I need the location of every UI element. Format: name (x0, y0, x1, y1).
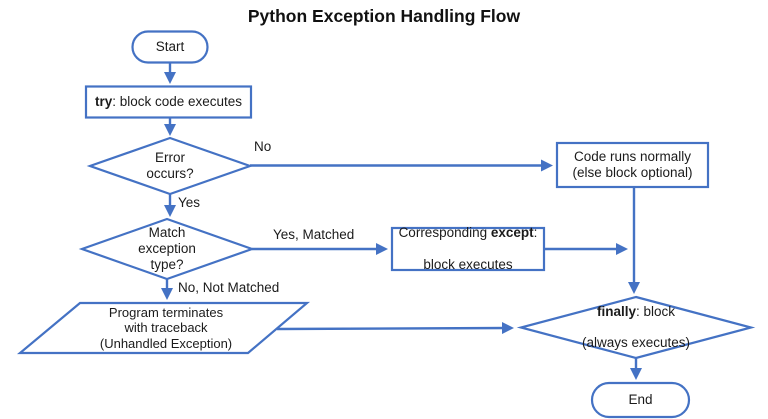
try-node-shape (84, 85, 253, 119)
terminate-node-shape (16, 301, 310, 355)
start-node-shape (131, 30, 209, 64)
finally-decision-shape (516, 295, 756, 360)
page-title: Python Exception Handling Flow (247, 6, 521, 26)
code-runs-node-shape (555, 141, 710, 189)
end-node-shape (590, 381, 691, 419)
edge-terminate-to-finally (276, 322, 514, 335)
error-decision-shape (86, 136, 254, 196)
except-node-shape (390, 226, 546, 272)
match-decision-shape (78, 217, 256, 281)
